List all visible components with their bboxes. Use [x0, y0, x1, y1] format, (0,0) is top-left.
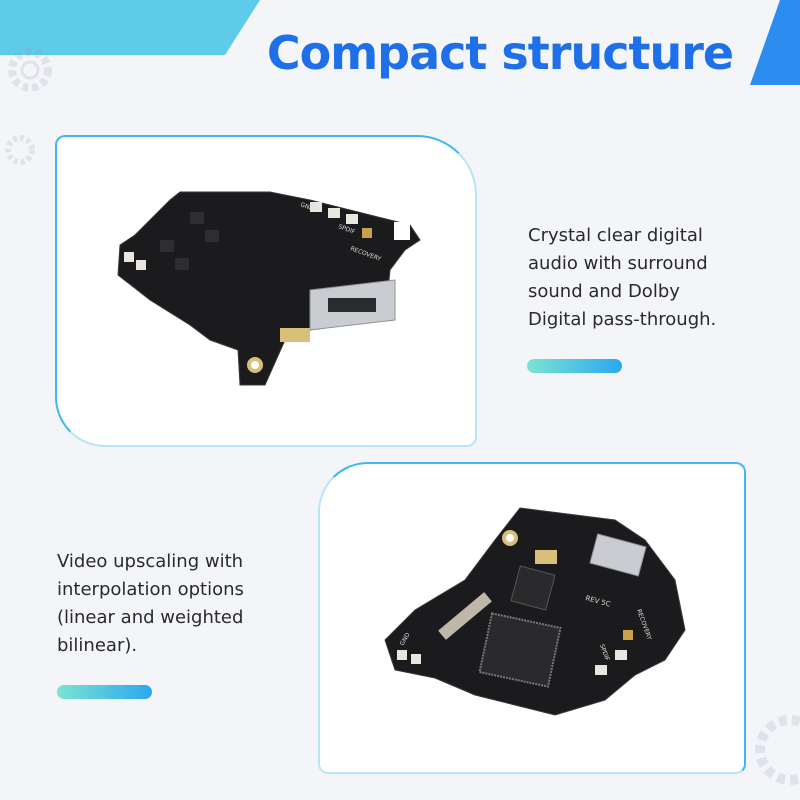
- gear-icon: [5, 135, 35, 165]
- board-label-gnd: GND: [299, 201, 315, 212]
- banner-accent-left: [0, 0, 260, 55]
- banner-accent-right: [750, 0, 800, 85]
- pcb-board-top-image: GND SPDIF RECOVERY: [117, 191, 421, 386]
- gear-icon: [755, 715, 800, 785]
- feature-text-audio: Crystal clear digital audio with surroun…: [528, 225, 717, 330]
- pcb-board-bottom-image: REV 5C RECOVERY SPDIF GND: [384, 507, 686, 716]
- accent-bar: [527, 359, 622, 373]
- feature-text-video: Video upscaling with interpolation optio…: [57, 551, 244, 656]
- page-title: Compact structure: [266, 26, 734, 80]
- accent-bar: [57, 685, 152, 699]
- gear-icon: [8, 48, 52, 92]
